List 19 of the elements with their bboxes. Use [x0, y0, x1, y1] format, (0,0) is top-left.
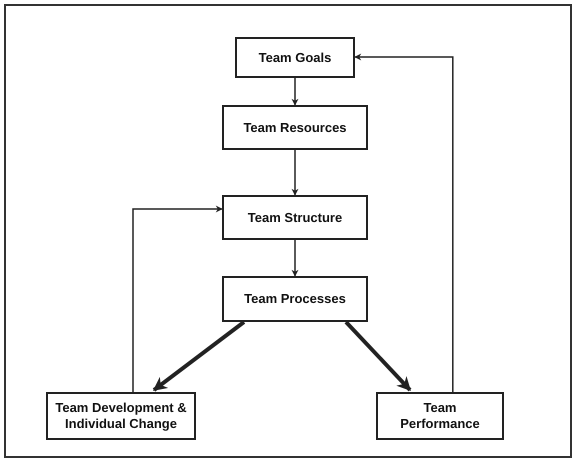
box-label: Team Processes: [244, 291, 346, 307]
arrow: [292, 240, 298, 277]
arrow: [292, 150, 298, 196]
arrow: [132, 206, 223, 392]
process-box: [376, 392, 504, 440]
process-box: [222, 195, 368, 240]
process-box: [235, 37, 355, 78]
arrow: [354, 54, 454, 392]
process-box: [46, 392, 196, 440]
arrow: [152, 320, 246, 392]
box-label: Team Goals: [258, 50, 332, 66]
process-box: [222, 276, 368, 322]
arrow: [344, 320, 412, 392]
box-label: Team Resources: [243, 120, 347, 136]
box-label: Team Performance: [399, 400, 481, 432]
box-label: Team Development & Individual Change: [54, 400, 188, 432]
box-label: Team Structure: [248, 210, 342, 226]
process-box: [222, 105, 368, 150]
arrow: [292, 78, 298, 106]
